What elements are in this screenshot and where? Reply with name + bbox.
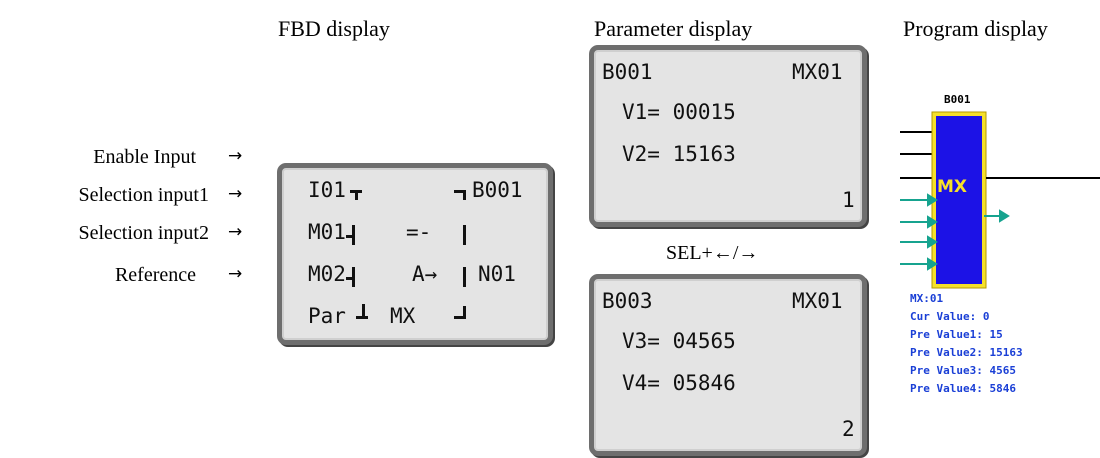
fbd-compare-symbol: =- — [406, 220, 432, 244]
fbd-input-par: Par — [308, 304, 346, 328]
input-label-enable: Enable Input — [0, 146, 196, 170]
fbd-bracket-line — [463, 225, 466, 245]
fbd-block-id: B001 — [472, 178, 523, 202]
parameter-lcd-screen-2: B003 MX01 V3= 04565 V4= 05846 2 — [589, 274, 867, 456]
input-label-text: Selection input1 — [78, 184, 209, 206]
fbd-bracket-line — [346, 235, 354, 238]
param-page-number: 2 — [842, 417, 855, 441]
mx-block-label: MX — [937, 177, 968, 197]
input-label-selection2: Selection input2 — [0, 222, 209, 246]
program-info-cur-value: Cur Value: 0 — [910, 310, 990, 323]
program-info-pre-value1: Pre Value1: 15 — [910, 328, 1003, 341]
fbd-bracket-line — [454, 316, 466, 319]
fbd-lcd-screen: I01 B001 M01 =- M02 A→ N01 Par MX — [277, 163, 553, 345]
program-info-pre-value3: Pre Value3: 4565 — [910, 364, 1016, 377]
fbd-bracket-line — [356, 316, 368, 319]
fbd-bracket-line — [454, 190, 466, 193]
param-value-v2: V2= 15163 — [622, 142, 736, 166]
fbd-function-mx: MX — [390, 304, 416, 328]
sel-navigation-hint: SEL+←/→ — [666, 242, 759, 264]
fbd-bracket-line — [463, 306, 466, 318]
program-display-heading: Program display — [903, 16, 1048, 41]
fbd-bracket-line — [346, 277, 354, 280]
program-block-title: MX:01 — [910, 292, 944, 305]
program-info-pre-value4: Pre Value4: 5846 — [910, 382, 1016, 395]
param-value-v4: V4= 05846 — [622, 371, 736, 395]
param-value-v1: V1= 00015 — [622, 100, 736, 124]
fbd-display-heading: FBD display — [278, 16, 390, 41]
fbd-analog-symbol: A→ — [412, 262, 438, 286]
fbd-bracket-line — [355, 190, 358, 200]
fbd-input-m02: M02 — [308, 262, 346, 286]
input-label-text: Reference — [114, 264, 196, 286]
param-block-id: B001 — [602, 60, 653, 84]
input-label-text: Enable Input — [93, 146, 196, 168]
program-block-id: B001 — [944, 93, 971, 106]
param-page-number: 1 — [842, 188, 855, 212]
param-value-v3: V3= 04565 — [622, 329, 736, 353]
parameter-lcd-screen-1: B001 MX01 V1= 00015 V2= 15163 1 — [589, 45, 867, 227]
fbd-bracket-line — [362, 304, 365, 318]
fbd-bracket-line — [463, 267, 466, 287]
fbd-input-m01: M01 — [308, 220, 346, 244]
fbd-output-n01: N01 — [478, 262, 516, 286]
program-info-pre-value2: Pre Value2: 15163 — [910, 346, 1023, 359]
fbd-input-i01: I01 — [308, 178, 346, 202]
param-block-id: B003 — [602, 289, 653, 313]
parameter-display-heading: Parameter display — [594, 16, 753, 41]
input-label-reference: Reference — [0, 264, 196, 288]
input-label-text: Selection input2 — [78, 222, 209, 244]
arrow-right-icon: → — [228, 264, 243, 284]
input-label-selection1: Selection input1 — [0, 184, 209, 208]
param-function-id: MX01 — [792, 60, 843, 84]
mx-function-block[interactable] — [900, 106, 1100, 290]
param-function-id: MX01 — [792, 289, 843, 313]
arrow-right-icon: → — [228, 222, 243, 242]
arrow-right-icon: → — [228, 146, 243, 166]
fbd-bracket-line — [463, 190, 466, 200]
arrow-right-icon: → — [228, 184, 243, 204]
